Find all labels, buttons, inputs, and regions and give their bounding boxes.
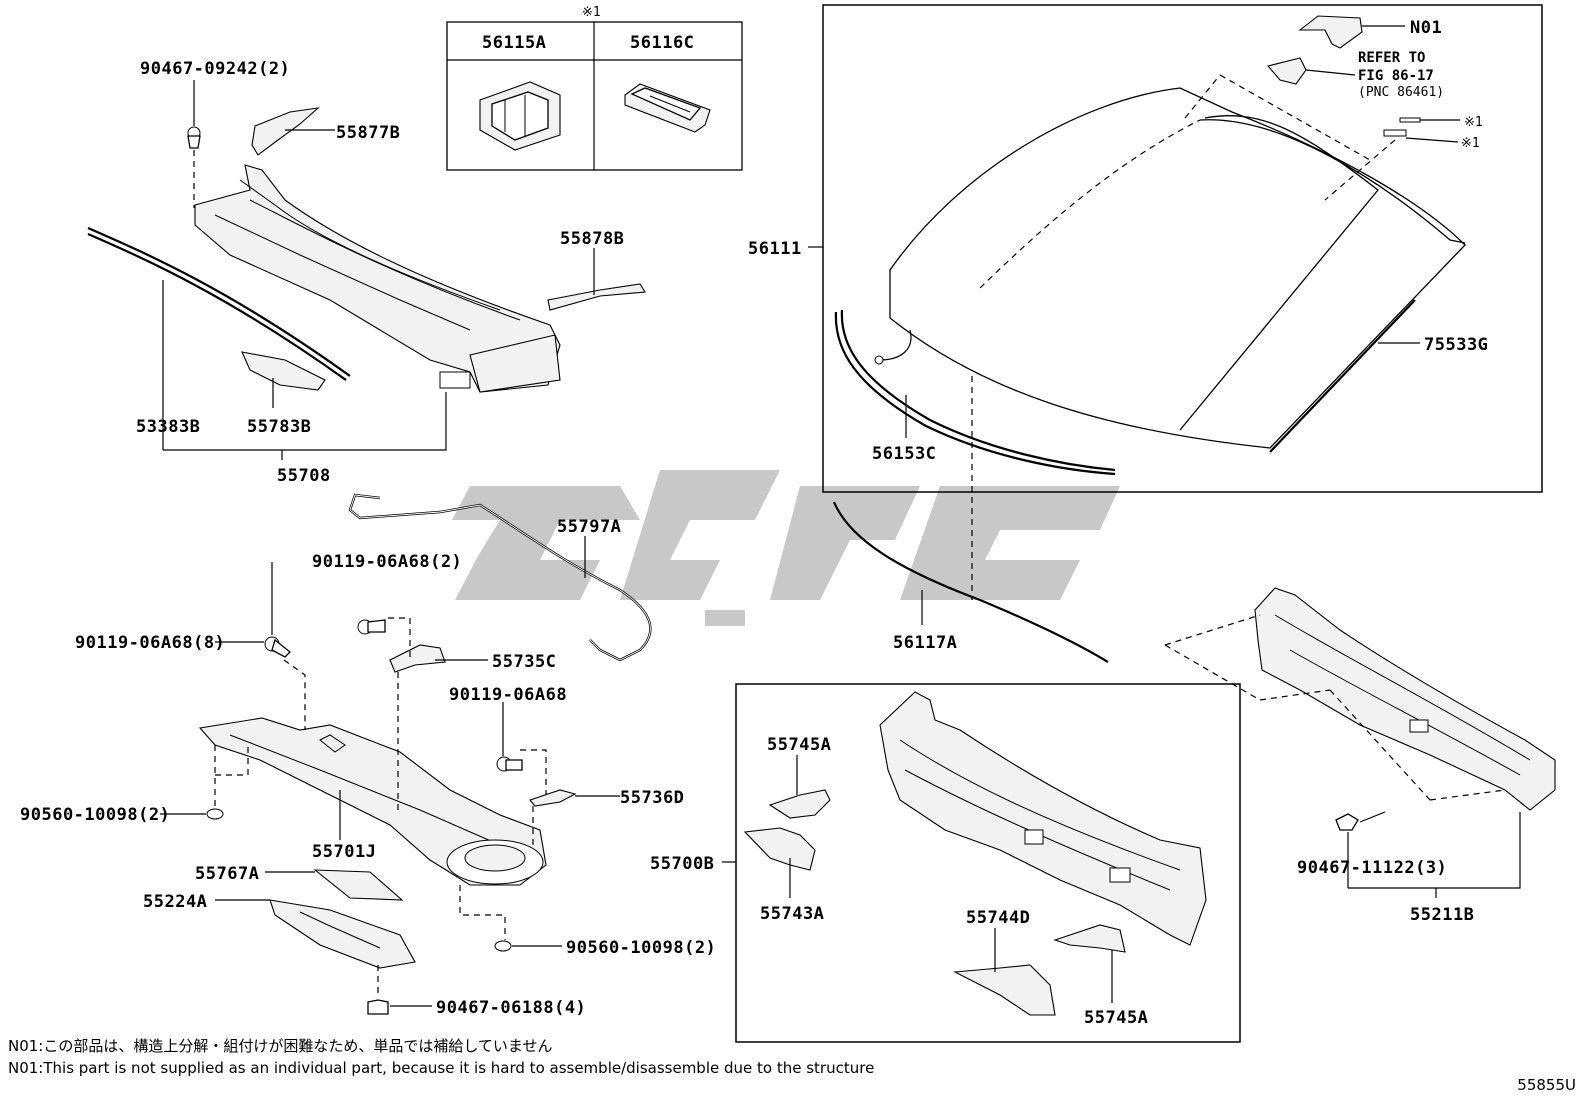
label-55745a-top[interactable]: 55745A (767, 735, 831, 755)
bracket-55745a-bottom (1053, 924, 1126, 953)
dash-panel-55700b (879, 691, 1207, 946)
mirror-bracket-n01 (1267, 15, 1405, 85)
label-53383b[interactable]: 53383B (136, 417, 200, 437)
label-90467-06188[interactable]: 90467-06188(4) (436, 998, 586, 1018)
label-55211b[interactable]: 55211B (1410, 905, 1474, 925)
windshield-group: 56111 N01 REFER TO FIG 86-17 (PNC 86461)… (748, 4, 1543, 493)
note-english: N01:This part is not supplied as an indi… (8, 1059, 875, 1077)
label-55877b[interactable]: 55877B (336, 123, 400, 143)
inset-table-marker: ※1 (582, 5, 601, 20)
label-55735c[interactable]: 55735C (492, 652, 556, 672)
label-55744d[interactable]: 55744D (966, 908, 1030, 928)
inset-col1-part[interactable]: 56115A (482, 33, 546, 53)
cover-55224a (269, 899, 416, 969)
label-90119-06a68-8[interactable]: 90119-06A68(8) (75, 633, 225, 653)
bolts-lower-left (206, 619, 523, 1015)
refer-line-1: REFER TO (1358, 50, 1425, 66)
label-90467-11122[interactable]: 90467-11122(3) (1297, 858, 1447, 878)
inset-table: ※1 56115A 56116C (446, 5, 743, 171)
bracket-55745a-top (768, 789, 831, 819)
bracket-55736d (529, 789, 577, 807)
panel-55211b (1254, 587, 1556, 811)
label-56117a[interactable]: 56117A (893, 633, 957, 653)
label-75533g[interactable]: 75533G (1424, 335, 1488, 355)
label-55708[interactable]: 55708 (277, 466, 331, 486)
molding-56153c (834, 309, 1116, 476)
weatherstrip-56117a: 56117A (832, 501, 1109, 663)
cowl-top-assembly (194, 164, 561, 393)
label-55701j[interactable]: 55701J (312, 842, 376, 862)
hose-55797a: 55797A (348, 493, 652, 662)
clip-90467-11122 (1335, 813, 1359, 831)
label-55783b[interactable]: 55783B (247, 417, 311, 437)
bracket-55877b (251, 107, 320, 156)
label-55736d[interactable]: 55736D (620, 788, 684, 808)
marker-1a: ※1 (1464, 115, 1483, 130)
label-90119-06a68-2[interactable]: 90119-06A68(2) (312, 552, 462, 572)
note-japanese: N01:この部品は、構造上分解・組付けが困難なため、単品では補給していません (8, 1037, 553, 1055)
label-55224a[interactable]: 55224A (143, 892, 207, 912)
cowl-panel-55701j (198, 717, 547, 886)
pad-55767a (313, 869, 404, 901)
marker-1b: ※1 (1461, 136, 1480, 151)
label-55745a-bottom[interactable]: 55745A (1084, 1008, 1148, 1028)
bracket-55744d (953, 964, 1056, 1016)
label-90467-09242[interactable]: 90467-09242(2) (140, 59, 290, 79)
figure-code: 55855U (1517, 1076, 1576, 1094)
label-55700b[interactable]: 55700B (650, 854, 714, 874)
strip-75533g (1269, 299, 1416, 453)
cover-55878b (547, 283, 646, 311)
bracket-55743a (743, 827, 816, 871)
refer-line-2: FIG 86-17 (1358, 68, 1434, 84)
label-55878b[interactable]: 55878B (560, 229, 624, 249)
refer-line-3: (PNC 86461) (1358, 85, 1444, 100)
cover-55783b (241, 351, 326, 391)
label-n01[interactable]: N01 (1410, 18, 1442, 38)
label-56153c[interactable]: 56153C (872, 444, 936, 464)
exploded-parts-drawing: ※1 56115A 56116C (20, 4, 1556, 1043)
clip-90467-09242 (187, 126, 201, 149)
windshield-glass (874, 87, 1466, 449)
inset-col2-part[interactable]: 56116C (630, 33, 694, 53)
bracket-55735c (389, 644, 446, 673)
clip-56116c-drawing (624, 83, 711, 133)
label-55767a[interactable]: 55767A (195, 864, 259, 884)
clip-56115a-drawing (479, 81, 561, 151)
seal-53383b (87, 226, 351, 381)
dash-panel-group: 55745A 55743A 55700B 55744D 55745A (650, 683, 1241, 1043)
label-90560-10098-2b[interactable]: 90560-10098(2) (566, 938, 716, 958)
watermark-logo (452, 470, 1120, 626)
label-90119-06a68[interactable]: 90119-06A68 (449, 685, 567, 705)
label-55743a[interactable]: 55743A (760, 904, 824, 924)
label-56111[interactable]: 56111 (748, 239, 802, 259)
label-55797a[interactable]: 55797A (557, 517, 621, 537)
label-90560-10098-2a[interactable]: 90560-10098(2) (20, 805, 170, 825)
